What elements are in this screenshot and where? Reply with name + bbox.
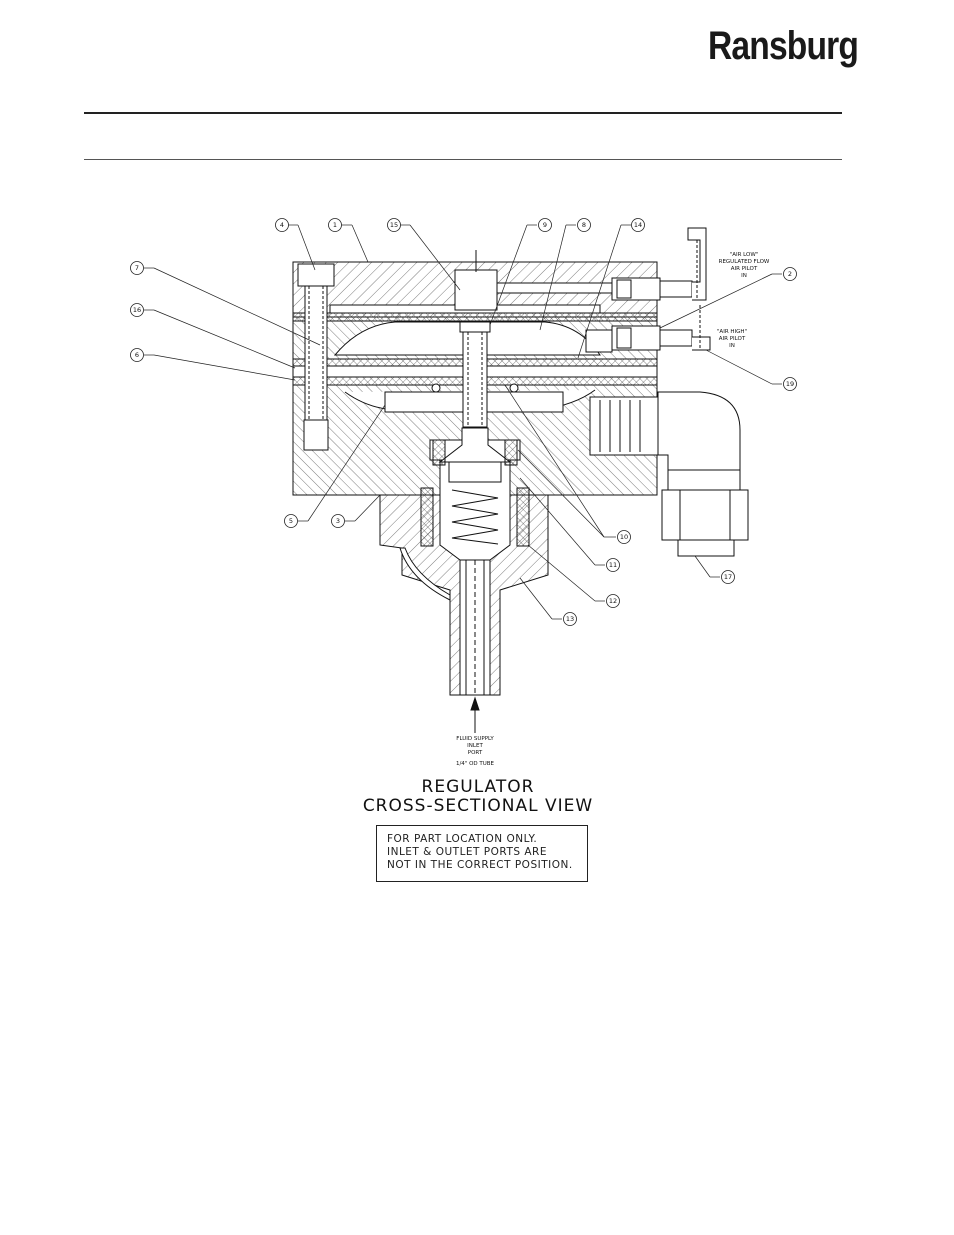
- svg-text:16: 16: [133, 306, 141, 314]
- svg-text:REGULATED FLOW: REGULATED FLOW: [719, 259, 770, 265]
- note-line-1: FOR PART LOCATION ONLY.: [387, 833, 577, 846]
- callout-12: 12: [607, 595, 620, 608]
- svg-text:11: 11: [609, 561, 617, 569]
- svg-text:IN: IN: [741, 273, 747, 279]
- svg-text:12: 12: [609, 597, 617, 605]
- part-location-note: FOR PART LOCATION ONLY. INLET & OUTLET P…: [376, 825, 588, 882]
- callout-15: 15: [388, 219, 401, 232]
- callout-9: 9: [539, 219, 552, 232]
- svg-text:IN: IN: [729, 343, 735, 349]
- callout-2: 2: [784, 268, 797, 281]
- callout-3: 3: [332, 515, 345, 528]
- svg-text:8: 8: [582, 221, 586, 229]
- diagram-title-line2: CROSS-SECTIONAL VIEW: [363, 796, 593, 816]
- callout-17: 17: [722, 571, 735, 584]
- callout-6: 6: [131, 349, 144, 362]
- air-low-port-label: "AIR LOW" REGULATED FLOW AIR PILOT IN: [719, 252, 770, 279]
- svg-text:7: 7: [135, 264, 139, 272]
- callout-13: 13: [564, 613, 577, 626]
- fluid-supply-inlet-label: FLUID SUPPLY INLET PORT 1/4" OD TUBE: [456, 736, 495, 767]
- note-line-3: NOT IN THE CORRECT POSITION.: [387, 859, 577, 872]
- callout-11: 11: [607, 559, 620, 572]
- note-line-2: INLET & OUTLET PORTS ARE: [387, 846, 577, 859]
- svg-text:4: 4: [280, 221, 284, 229]
- svg-text:PORT: PORT: [468, 750, 483, 756]
- svg-text:15: 15: [390, 221, 398, 229]
- svg-text:2: 2: [788, 270, 792, 278]
- callout-4: 4: [276, 219, 289, 232]
- regulator-body: [293, 228, 748, 733]
- callout-5: 5: [285, 515, 298, 528]
- svg-text:5: 5: [289, 517, 293, 525]
- callout-10: 10: [618, 531, 631, 544]
- callout-16: 16: [131, 304, 144, 317]
- diagram-title-line1: REGULATOR: [422, 777, 535, 797]
- svg-text:10: 10: [620, 533, 628, 541]
- svg-text:6: 6: [135, 351, 139, 359]
- svg-text:19: 19: [786, 380, 794, 388]
- svg-text:"AIR HIGH": "AIR HIGH": [717, 329, 747, 335]
- svg-text:1/4" OD TUBE: 1/4" OD TUBE: [456, 761, 495, 767]
- callout-1: 1: [329, 219, 342, 232]
- callout-8: 8: [578, 219, 591, 232]
- air-high-port-label: "AIR HIGH" AIR PILOT IN: [717, 329, 747, 349]
- svg-text:AIR PILOT: AIR PILOT: [719, 336, 746, 342]
- svg-text:17: 17: [724, 573, 732, 581]
- svg-text:13: 13: [566, 615, 574, 623]
- svg-text:FLUID SUPPLY: FLUID SUPPLY: [456, 736, 494, 742]
- svg-text:3: 3: [336, 517, 340, 525]
- callout-19: 19: [784, 378, 797, 391]
- svg-text:AIR PILOT: AIR PILOT: [731, 266, 758, 272]
- svg-text:9: 9: [543, 221, 547, 229]
- svg-text:14: 14: [634, 221, 642, 229]
- svg-text:1: 1: [333, 221, 337, 229]
- svg-text:"AIR LOW": "AIR LOW": [730, 252, 759, 258]
- callout-7: 7: [131, 262, 144, 275]
- svg-text:INLET: INLET: [467, 743, 483, 749]
- callout-14: 14: [632, 219, 645, 232]
